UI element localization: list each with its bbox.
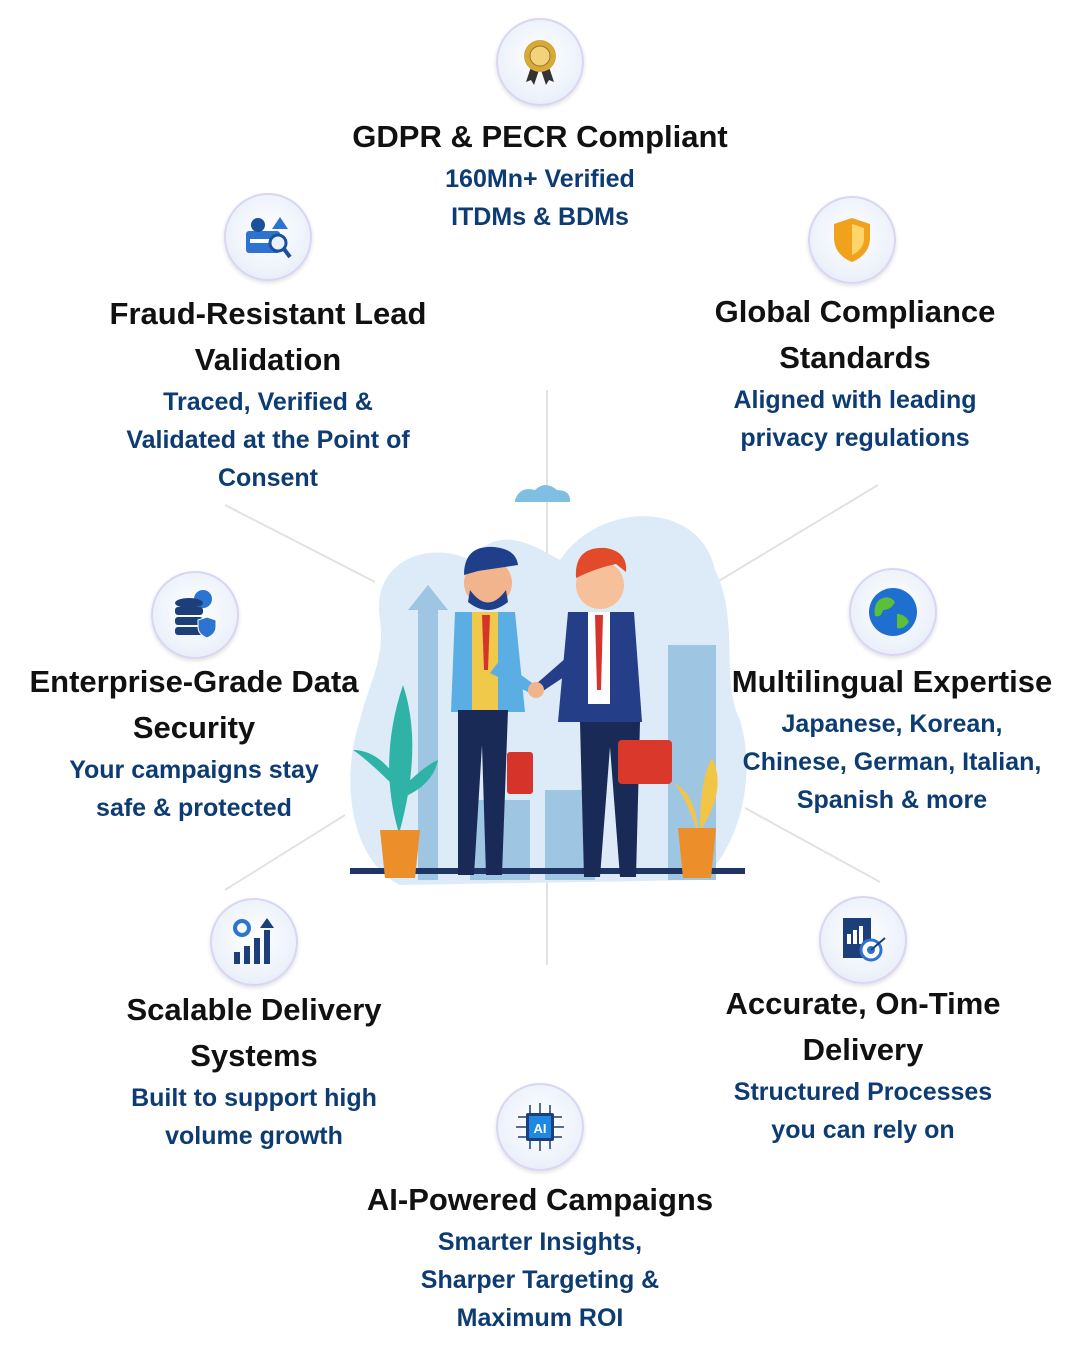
feature-title: AI-Powered Campaigns [366,1182,714,1217]
feature-subtitle: 160Mn+ Verified ITDMs & BDMs [445,165,635,231]
feature-data-security: Enterprise-Grade Data Security Your camp… [4,659,384,827]
award-medal-icon [496,18,584,106]
secure-database-icon [151,571,239,659]
globe-icon [849,568,937,656]
growth-chart-gear-icon [210,898,298,986]
feature-subtitle: Smarter Insights, Sharper Targeting & Ma… [420,1228,660,1332]
feature-subtitle: Structured Processes you can rely on [733,1078,993,1144]
ai-chip-icon: AI [496,1083,584,1171]
feature-subtitle: Traced, Verified & Validated at the Poin… [126,388,410,492]
feature-fraud-resistant: Fraud-Resistant Lead Validation Traced, … [58,291,478,497]
target-report-icon [819,896,907,984]
feature-scalable-delivery: Scalable Delivery Systems Built to suppo… [64,987,444,1155]
feature-title: Fraud-Resistant Lead Validation [109,296,427,377]
feature-subtitle: Aligned with leading privacy regulations [733,386,977,452]
feature-subtitle: Built to support high volume growth [131,1084,377,1150]
feature-title: Multilingual Expertise [731,664,1053,699]
feature-subtitle: Your campaigns stay safe & protected [69,756,319,822]
feature-title: Scalable Delivery Systems [126,992,382,1073]
feature-on-time-delivery: Accurate, On-Time Delivery Structured Pr… [673,981,1053,1149]
feature-title: Global Compliance Standards [714,294,996,375]
shield-icon [808,196,896,284]
feature-title: Accurate, On-Time Delivery [725,986,1001,1067]
feature-title: Enterprise-Grade Data Security [29,664,359,745]
fraud-detection-icon [224,193,312,281]
feature-subtitle: Japanese, Korean, Chinese, German, Itali… [742,710,1042,814]
feature-title: GDPR & PECR Compliant [352,119,728,154]
feature-global-compliance: Global Compliance Standards Aligned with… [655,289,1055,457]
feature-ai-campaigns: AI-Powered Campaigns Smarter Insights, S… [330,1177,750,1337]
ai-chip-label: AI [534,1121,547,1136]
feature-gdpr: GDPR & PECR Compliant 160Mn+ Verified IT… [310,114,770,236]
feature-multilingual: Multilingual Expertise Japanese, Korean,… [712,659,1072,819]
